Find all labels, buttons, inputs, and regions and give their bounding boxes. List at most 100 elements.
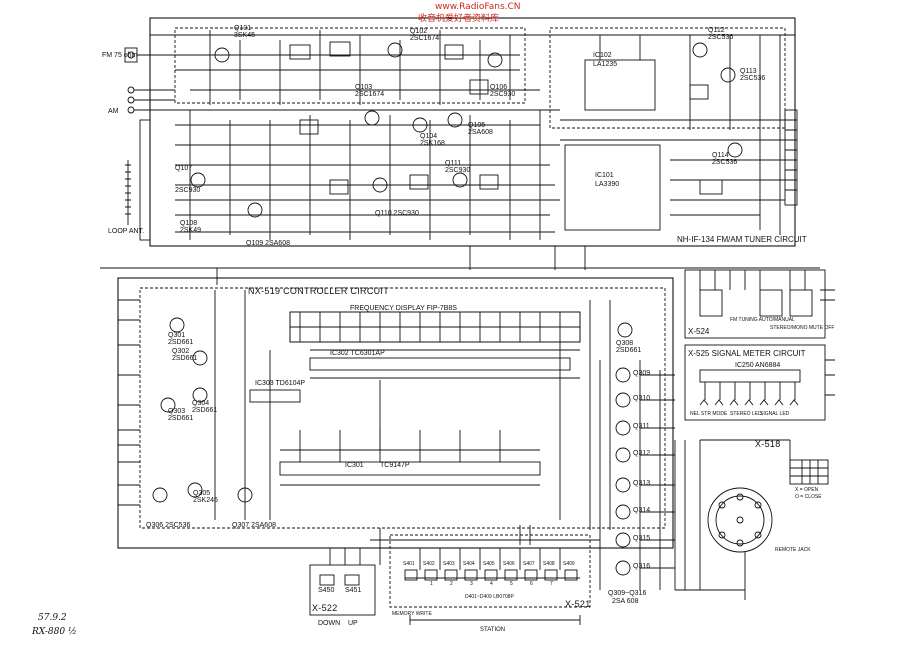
q309-q316-label: Q309~Q316 (608, 590, 647, 597)
q112-label: Q112 (708, 27, 725, 34)
q102-label: Q102 (410, 28, 428, 35)
q101-label: Q101 (234, 25, 252, 32)
ic102-label: IC102 (593, 52, 612, 59)
q312-label: Q312 (633, 450, 651, 457)
station-label: STATION (480, 627, 506, 633)
station-3: 3 (470, 581, 473, 587)
ic102-box (584, 59, 656, 111)
q111-part: 2SC930 (445, 167, 471, 174)
q103-part: 2SC1674 (355, 91, 385, 98)
tuner-if-box (549, 27, 786, 129)
x524-switch-1: FM TUNING AUTO/MANUAL (730, 317, 795, 323)
q301-part: 2SD661 (168, 339, 194, 346)
q111-label: Q111 (445, 160, 462, 167)
am-antenna-label: AM (108, 108, 119, 115)
q313-label: Q313 (633, 480, 651, 487)
q112-part: 2SC536 (708, 34, 734, 41)
q314-label: Q314 (633, 507, 651, 514)
q301-label: Q301 (168, 332, 186, 339)
x521-title: X-521 (565, 599, 591, 609)
station-5: 5 (510, 581, 513, 587)
ic301-box (279, 461, 541, 476)
handwritten-date: 57.9.2 (38, 613, 67, 623)
switch-s407: S407 (523, 561, 535, 567)
switch-s402: S402 (423, 561, 435, 567)
q303-part: 2SD661 (168, 415, 194, 422)
q105-label: Q105 (468, 122, 486, 129)
q304-part: 2SD661 (192, 407, 218, 414)
switch-s409: S409 (563, 561, 575, 567)
controller-title: NX-519 CONTROLLER CIRCUIT (248, 286, 390, 296)
q114-label: Q114 (712, 152, 729, 159)
x524-switch-2: STEREO/MONO MUTE OFF (770, 325, 835, 331)
switch-s408: S408 (543, 561, 555, 567)
station-4: 4 (490, 581, 493, 587)
x522-title: X-522 (312, 603, 338, 613)
q104-part: 2SK168 (420, 140, 445, 147)
q107-label: Q107 (175, 165, 193, 172)
q108-label: Q108 (180, 220, 198, 227)
q305-label: Q305 (193, 490, 211, 497)
q110-label: Q110 2SC930 (375, 210, 419, 217)
remote-jack-label: REMOTE JACK (775, 547, 811, 553)
ic301-label: IC301 (345, 462, 364, 469)
ic101-part: LA3390 (595, 181, 620, 188)
q108-part: 2SK49 (180, 227, 202, 234)
ic101-label: IC101 (595, 172, 614, 179)
q101-part: 3SK45 (234, 32, 256, 39)
remote-jack (707, 487, 773, 553)
controller-frame (117, 277, 674, 549)
s451-label: S451 (345, 587, 362, 594)
up-label: UP (348, 620, 358, 627)
station-2: 2 (450, 581, 453, 587)
watermark-url: www.RadioFans.CN (435, 2, 521, 12)
q302-part: 2SD661 (172, 355, 198, 362)
fip-display-label: FREQUENCY DISPLAY FIP-7B8S (350, 305, 457, 312)
q311-label: Q311 (633, 423, 650, 430)
q106-part: 2SC930 (490, 91, 516, 98)
q309-label: Q309 (633, 370, 651, 377)
x525-ic-label: IC250 (735, 362, 754, 369)
q302-label: Q302 (172, 348, 190, 355)
x522-box (309, 564, 376, 616)
loop-antenna-label: LOOP ANT. (108, 228, 145, 235)
q104-label: Q104 (420, 133, 438, 140)
memory-write-label: MEMORY WRITE (392, 611, 432, 617)
q113-part: 2SC536 (740, 75, 766, 82)
q309-q316-part: 2SA 608 (612, 598, 639, 605)
ic101-box (564, 144, 661, 231)
legend-close: O = CLOSE (795, 494, 822, 500)
switch-s405: S405 (483, 561, 495, 567)
q106-label: Q106 (490, 84, 508, 91)
q316-label: Q316 (633, 563, 651, 570)
x524-box (684, 269, 826, 339)
switch-s406: S406 (503, 561, 515, 567)
down-label: DOWN (318, 620, 341, 627)
x525-ic-part: AN6884 (755, 362, 781, 369)
q307-label: Q307 2SA608 (232, 522, 276, 529)
x525-signal-led: SIGNAL LED (760, 411, 790, 417)
x518-title: X-518 (755, 439, 781, 449)
x524-title: X-524 (688, 327, 710, 336)
switch-s404: S404 (463, 561, 475, 567)
ic303-label: IC303 TD6104P (255, 380, 306, 387)
handwritten-model: RX-880 ½ (32, 627, 77, 637)
ic302-label: IC302 TC6301AP (330, 350, 385, 357)
station-7: 7 (550, 581, 553, 587)
q305-part: 2SK246 (193, 497, 218, 504)
q310-label: Q310 (633, 395, 651, 402)
q105-part: 2SA608 (468, 129, 493, 136)
switch-s401: S401 (403, 561, 415, 567)
x525-box (684, 344, 826, 421)
station-6: 6 (530, 581, 533, 587)
q303-label: Q303 (168, 408, 186, 415)
q304-label: Q304 (192, 400, 210, 407)
q308-label: Q308 (616, 340, 634, 347)
x525-mode-led: NEL STR MODE (690, 411, 728, 417)
legend-open: X = OPEN (795, 487, 819, 493)
q113-label: Q113 (740, 68, 757, 75)
q107-part: 2SC930 (175, 187, 201, 194)
x525-stereo-led: STEREO LED (730, 411, 762, 417)
